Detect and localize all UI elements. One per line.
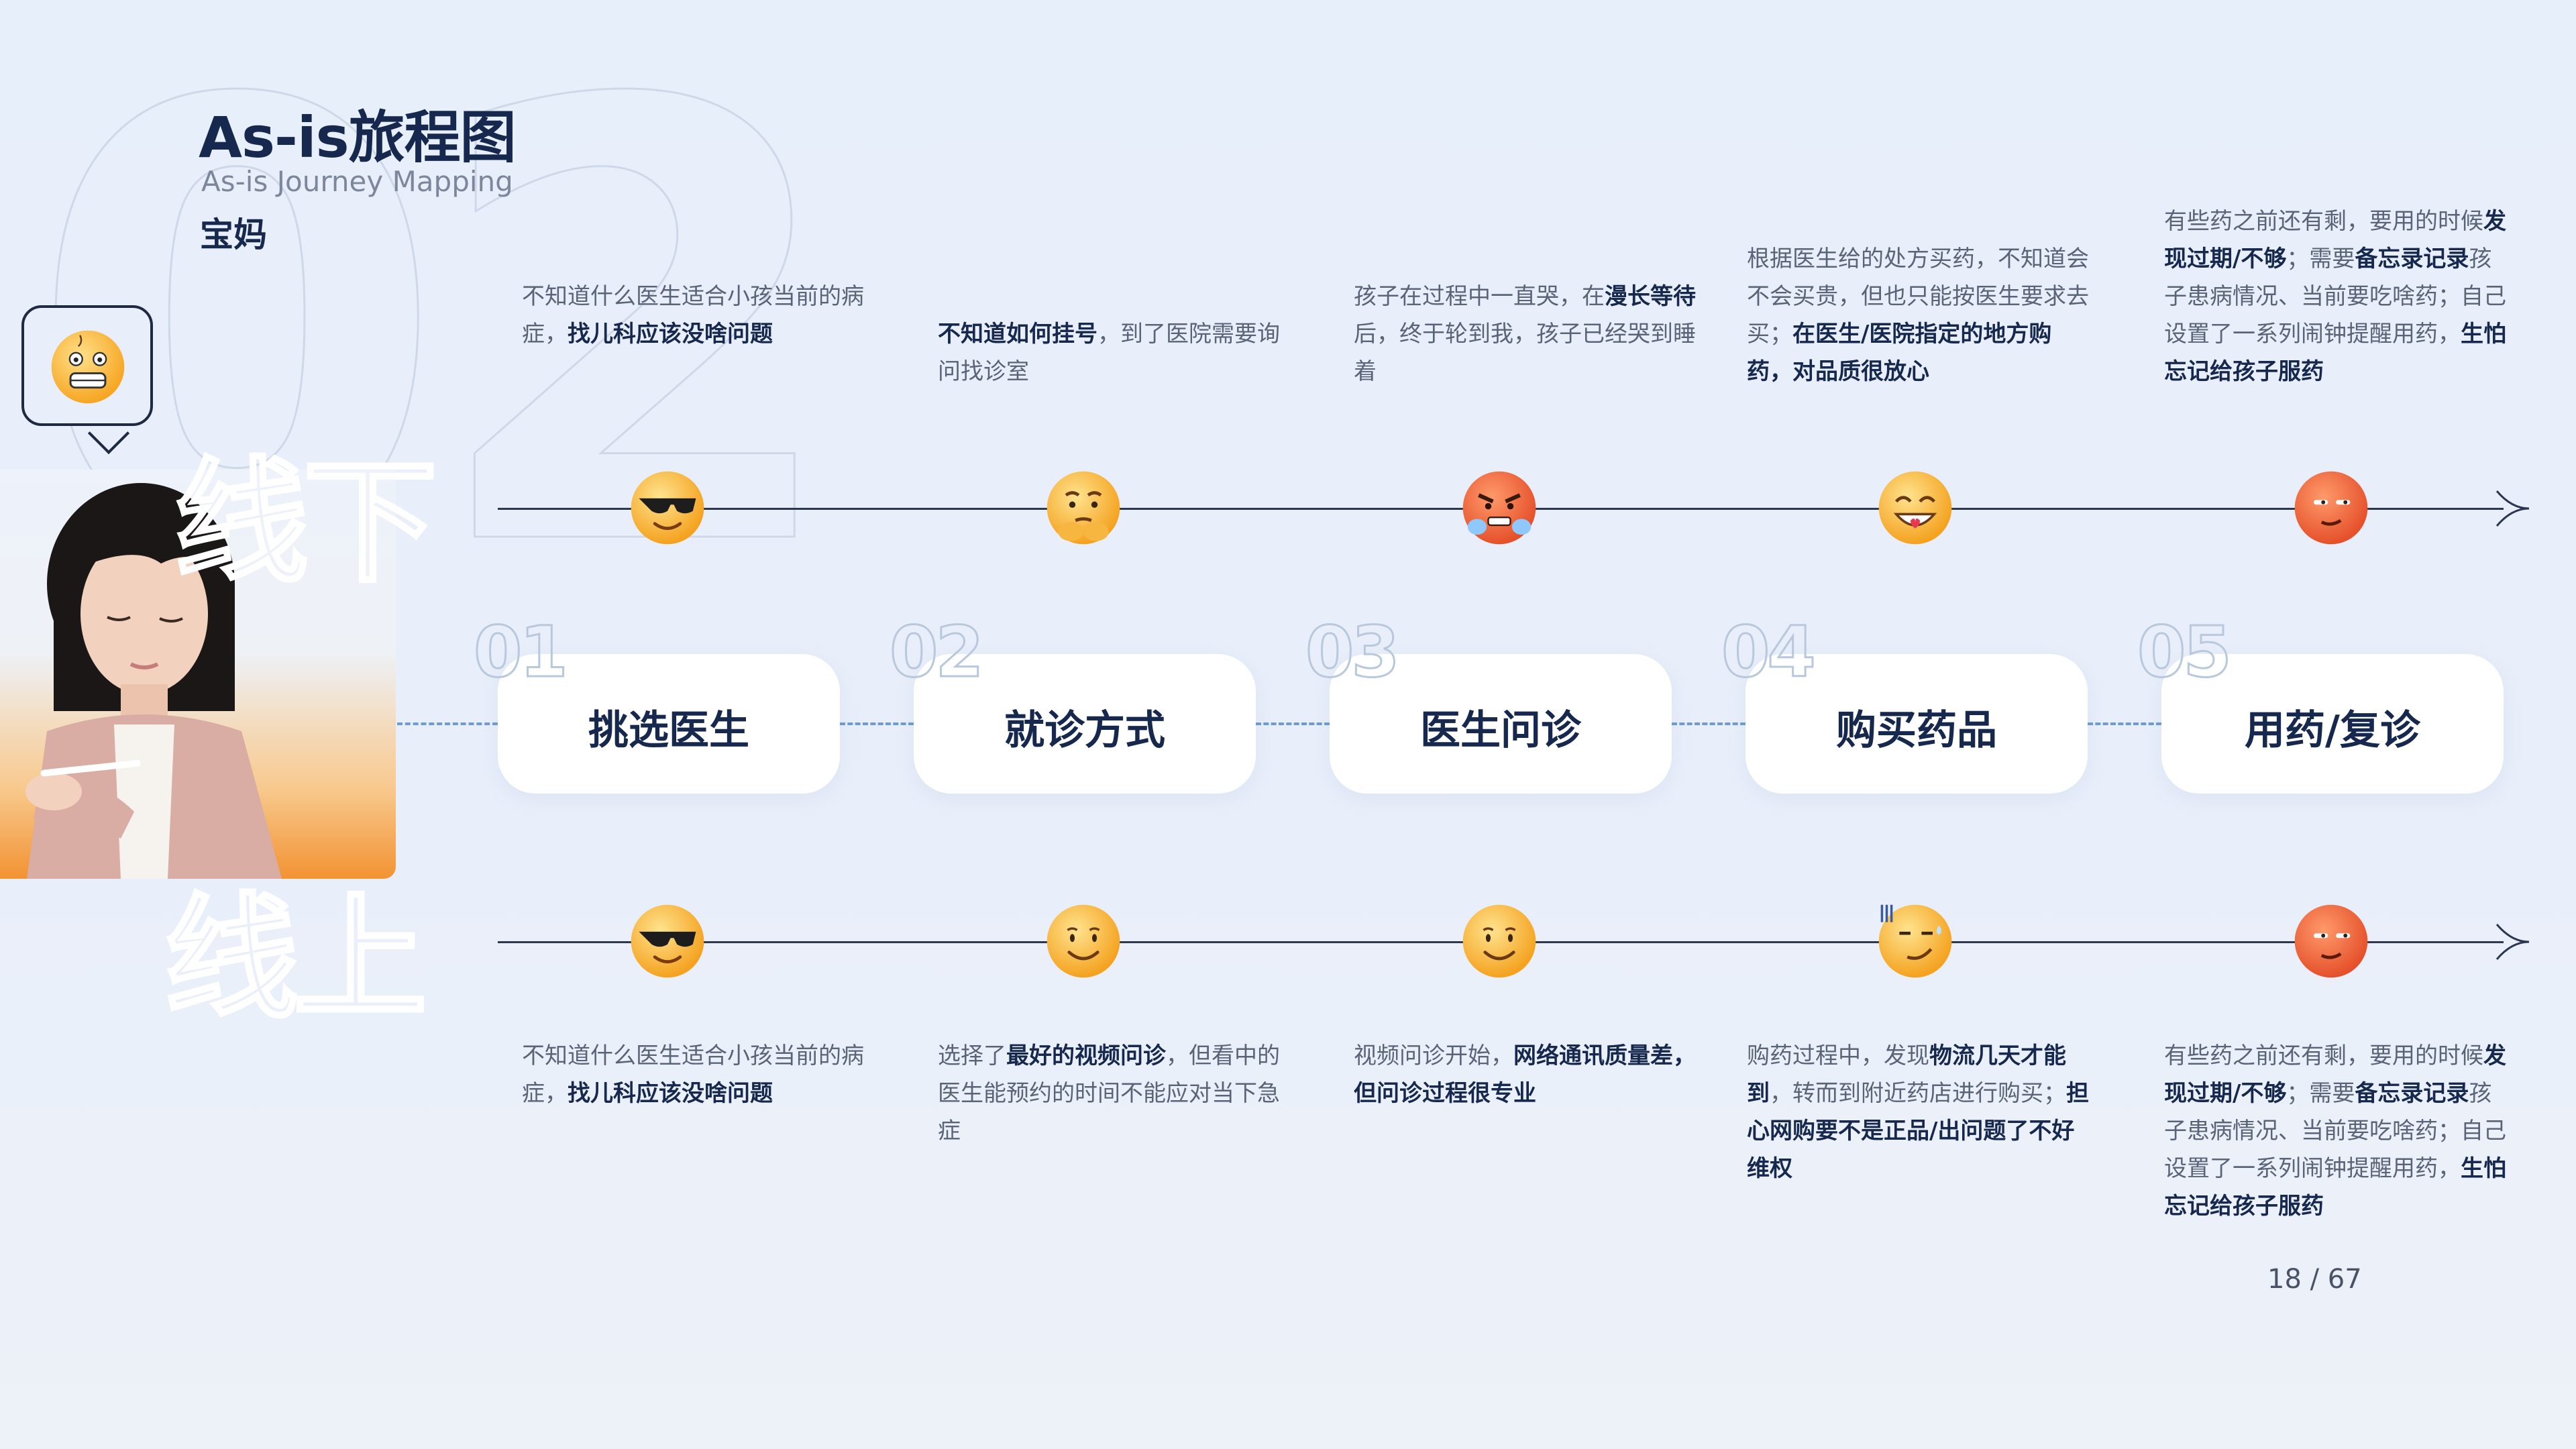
desc-text: 后，终于轮到我，孩子已经哭到睡着 [1354, 321, 1696, 385]
skeptical-face-icon [2292, 902, 2371, 981]
online-desc-1: 不知道什么医生适合小孩当前的病症，找儿科应该没啥问题 [522, 1037, 864, 1112]
desc-highlight: 找儿科应该没啥问题 [568, 321, 773, 347]
desc-text: ；需要 [2286, 1080, 2355, 1107]
online-desc-3: 视频问诊开始，网络通讯质量差，但问诊过程很专业 [1354, 1037, 1696, 1112]
stage-number-1: 01 [474, 617, 566, 687]
desc-highlight: 漫长等待 [1605, 283, 1696, 310]
smiling-face-icon [1460, 902, 1539, 981]
desc-highlight: 不知道如何挂号 [938, 321, 1097, 347]
desc-text: 购药过程中，发现 [1747, 1042, 1929, 1069]
page-subtitle: As-is Journey Mapping [201, 165, 513, 198]
persona-label: 宝妈 [200, 208, 267, 256]
stage-number-2: 02 [890, 617, 981, 687]
sunglasses-face-icon [628, 468, 707, 547]
offline-desc-5: 有些药之前还有剩，要用的时候发现过期/不够；需要备忘录记录孩子患病情况、当前要吃… [2164, 203, 2506, 390]
stage-label-3: 医生问诊 [1330, 698, 1672, 756]
offline-desc-2: 不知道如何挂号，到了医院需要询问找诊室 [938, 315, 1280, 390]
offline-desc-3: 孩子在过程中一直哭，在漫长等待后，终于轮到我，孩子已经哭到睡着 [1354, 278, 1696, 390]
desc-text: ，转而到附近药店进行购买； [1770, 1080, 2066, 1107]
thinking-face-icon [1044, 468, 1123, 547]
desc-text: 视频问诊开始， [1354, 1042, 1513, 1069]
online-desc-5: 有些药之前还有剩，要用的时候发现过期/不够；需要备忘录记录孩子患病情况、当前要吃… [2164, 1037, 2506, 1225]
connector-line [397, 722, 498, 725]
desc-highlight: 最好的视频问诊 [1006, 1042, 1166, 1069]
stage-number-3: 03 [1305, 617, 1397, 687]
lane-label-offline: 线下 [174, 456, 432, 590]
stage-number-5: 05 [2137, 617, 2229, 687]
desc-text: 孩子在过程中一直哭，在 [1354, 283, 1605, 310]
online-arrow-icon [2493, 922, 2533, 962]
desc-highlight: 备忘录记录 [2355, 246, 2469, 272]
stage-label-2: 就诊方式 [914, 698, 1256, 756]
desc-highlight: 在医生/医院指定的地方购药，对品质很放心 [1747, 321, 2051, 385]
desc-text: 选择了 [938, 1042, 1006, 1069]
sunglasses-face-icon [628, 902, 707, 981]
stage-number-4: 04 [1721, 617, 1813, 687]
page-number: 18 / 67 [2267, 1264, 2362, 1295]
offline-desc-1: 不知道什么医生适合小孩当前的病症，找儿科应该没啥问题 [522, 278, 864, 353]
desc-text: 有些药之前还有剩，要用的时候 [2164, 208, 2483, 235]
desc-highlight: 找儿科应该没啥问题 [568, 1080, 773, 1107]
desc-text: ；需要 [2286, 246, 2355, 272]
offline-arrow-icon [2493, 488, 2533, 529]
happy-face-icon [1876, 468, 1955, 547]
angry-face-icon [1460, 468, 1539, 547]
desc-text: 有些药之前还有剩，要用的时候 [2164, 1042, 2483, 1069]
page-title: As-is旅程图 [199, 93, 516, 174]
sweat-smile-face-icon [1876, 902, 1955, 981]
stage-label-4: 购买药品 [1746, 698, 2088, 756]
stage-label-1: 挑选医生 [498, 698, 840, 756]
offline-desc-4: 根据医生给的处方买药，不知道会不会买贵，但也只能按医生要求去买；在医生/医院指定… [1747, 240, 2089, 390]
smiling-face-icon [1044, 902, 1123, 981]
connector-line [840, 722, 914, 725]
online-desc-4: 购药过程中，发现物流几天才能到，转而到附近药店进行购买；担心网购要不是正品/出问… [1747, 1037, 2089, 1187]
desc-highlight: 备忘录记录 [2355, 1080, 2469, 1107]
lane-label-online: 线上 [164, 892, 422, 1026]
anxious-face-icon [48, 327, 127, 409]
skeptical-face-icon [2292, 468, 2371, 547]
connector-line [2088, 722, 2161, 725]
connector-line [1672, 722, 1746, 725]
online-desc-2: 选择了最好的视频问诊，但看中的医生能预约的时间不能应对当下急症 [938, 1037, 1280, 1150]
stage-label-5: 用药/复诊 [2161, 698, 2504, 756]
connector-line [1256, 722, 1330, 725]
